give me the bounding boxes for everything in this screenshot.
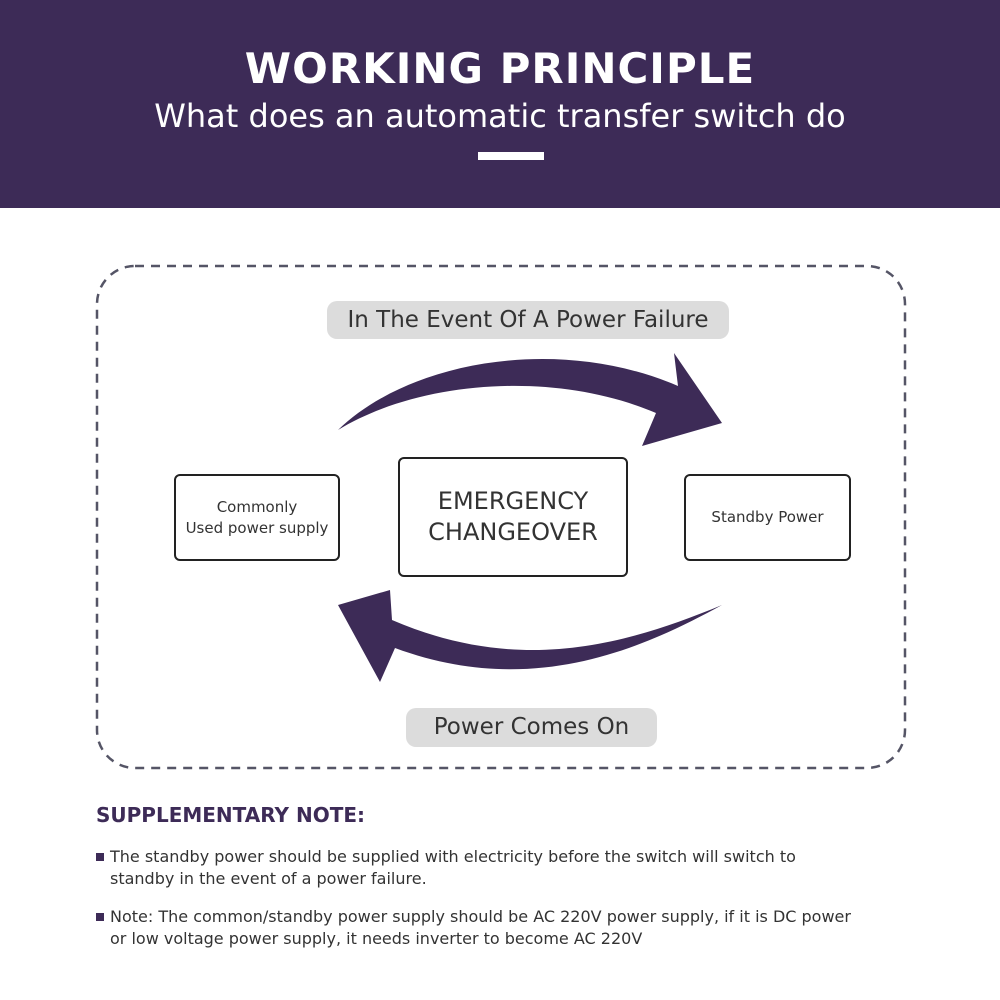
bottom-arrow xyxy=(338,590,722,682)
page-title: WORKING PRINCIPLE xyxy=(244,44,756,93)
page-subtitle: What does an automatic transfer switch d… xyxy=(154,97,846,135)
standby-power-label: Standby Power xyxy=(711,508,824,526)
common-power-line-1: Commonly xyxy=(216,497,298,516)
header-banner: WORKING PRINCIPLE What does an automatic… xyxy=(0,0,1000,208)
bullet-square-icon xyxy=(96,913,104,921)
note-text: Note: The common/standby power supply sh… xyxy=(110,907,851,948)
power-failure-label: In The Event Of A Power Failure xyxy=(327,301,729,339)
supplementary-note-heading: SUPPLEMENTARY NOTE: xyxy=(96,803,366,827)
top-arrow xyxy=(338,353,722,446)
note-item: Note: The common/standby power supply sh… xyxy=(96,906,856,950)
power-comes-on-label: Power Comes On xyxy=(406,708,657,747)
changeover-line-2: CHANGEOVER xyxy=(428,518,598,546)
common-power-line-2: Used power supply xyxy=(185,518,329,537)
changeover-line-1: EMERGENCY xyxy=(437,486,589,515)
title-underline xyxy=(478,152,544,160)
standby-power-box: Standby Power xyxy=(684,474,851,561)
note-item: The standby power should be supplied wit… xyxy=(96,846,856,890)
bullet-square-icon xyxy=(96,853,104,861)
emergency-changeover-box: EMERGENCY CHANGEOVER xyxy=(398,457,628,577)
note-text: The standby power should be supplied wit… xyxy=(110,847,796,888)
common-power-supply-box: Commonly Used power supply xyxy=(174,474,340,561)
